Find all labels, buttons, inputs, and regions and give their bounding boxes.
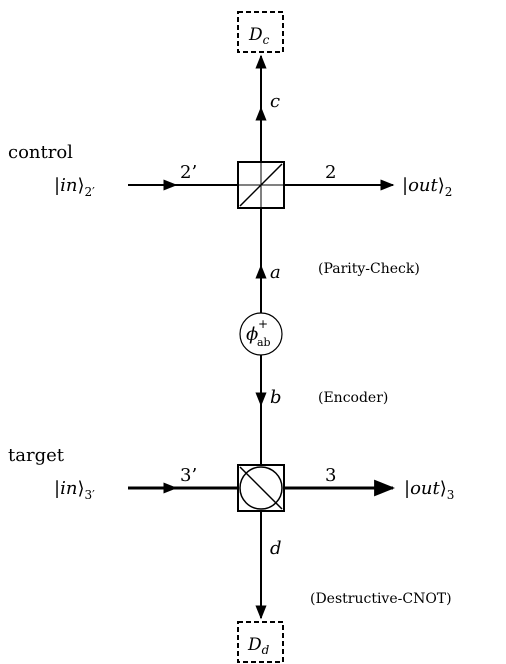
- ket-out-target: |out⟩3: [404, 478, 454, 502]
- source-subscript: ab: [257, 336, 271, 349]
- ket-in-control: |in⟩2′: [54, 175, 95, 199]
- ket-in-target: |in⟩3′: [54, 478, 95, 502]
- mode-3prime-label: 3’: [180, 465, 197, 486]
- parity-check-label: (Parity-Check): [318, 261, 420, 277]
- destructive-cnot-label: (Destructive-CNOT): [310, 591, 452, 607]
- mode-3-label: 3: [325, 465, 336, 486]
- mode-b-label: b: [270, 387, 282, 408]
- entangled-source: [239, 312, 283, 356]
- target-label: target: [8, 445, 65, 466]
- control-label: control: [8, 142, 73, 163]
- detector-dc-label: Dc: [248, 25, 270, 47]
- polarizing-beam-splitter: [237, 464, 285, 512]
- mode-c-label: c: [270, 91, 280, 112]
- detector-dc-box: [237, 11, 284, 53]
- parity-beam-splitter: [237, 161, 285, 209]
- mode-d-label: d: [270, 538, 282, 559]
- mode-2prime-label: 2’: [180, 162, 197, 183]
- mode-2-label: 2: [325, 162, 336, 183]
- encoder-label: (Encoder): [318, 390, 388, 406]
- mode-a-label: a: [270, 262, 281, 283]
- source-symbol: ϕ: [246, 324, 258, 345]
- source-superscript: +: [258, 317, 268, 331]
- detector-dd-label: Dd: [247, 635, 270, 657]
- ket-out-control: |out⟩2: [402, 175, 452, 199]
- detector-dd-box: [237, 621, 284, 663]
